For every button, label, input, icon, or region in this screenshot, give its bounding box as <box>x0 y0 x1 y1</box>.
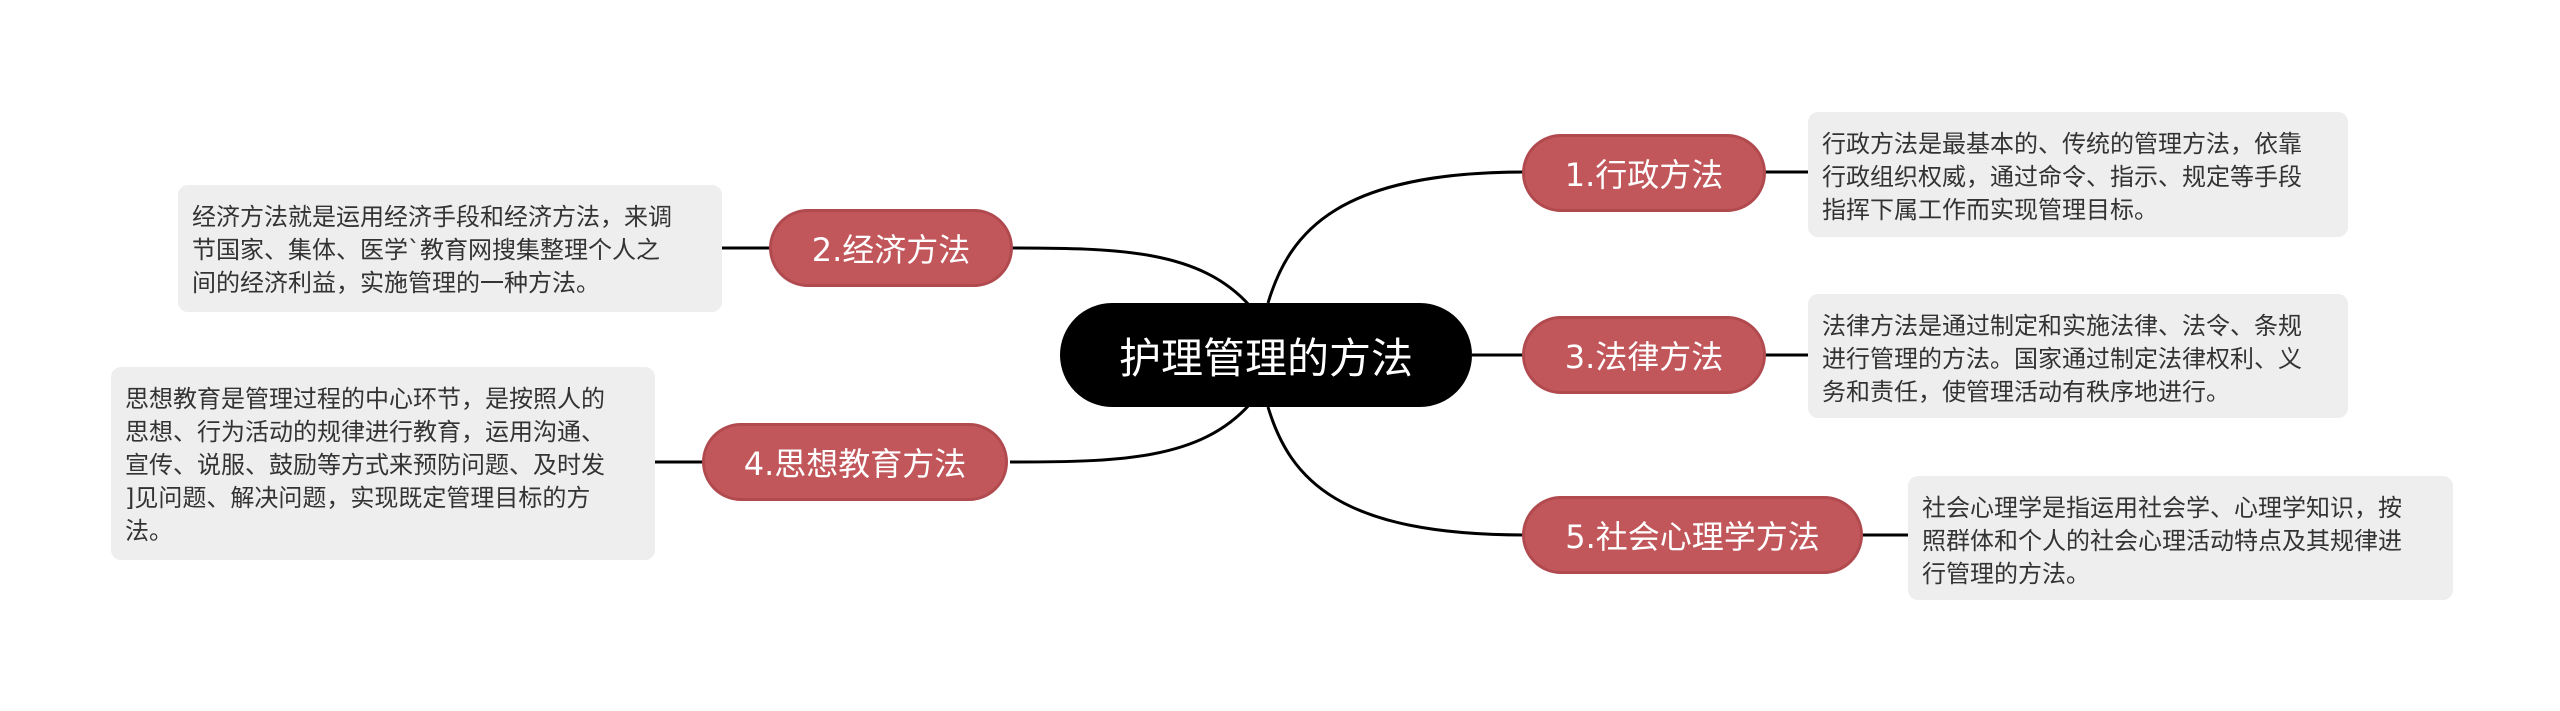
link-branch-4 <box>1009 403 1252 464</box>
link-branch-1 <box>1266 170 1526 304</box>
link-branch-2 <box>1009 246 1252 307</box>
branch-node-2[interactable]: 2.经济方法 <box>769 209 1013 287</box>
branch-node-5[interactable]: 5.社会心理学方法 <box>1522 496 1863 574</box>
central-topic[interactable]: 护理管理的方法 <box>1060 303 1472 407</box>
branch-node-1[interactable]: 1.行政方法 <box>1522 134 1766 212</box>
branch-node-4[interactable]: 4.思想教育方法 <box>702 423 1008 501</box>
note-branch-3[interactable]: 法律方法是通过制定和实施法律、法令、条规 进行管理的方法。国家通过制定法律权利、… <box>1808 294 2348 418</box>
note-branch-5[interactable]: 社会心理学是指运用社会学、心理学知识，按 照群体和个人的社会心理活动特点及其规律… <box>1908 476 2453 600</box>
note-branch-4[interactable]: 思想教育是管理过程的中心环节，是按照人的 思想、行为活动的规律进行教育，运用沟通… <box>111 367 655 560</box>
link-branch-5 <box>1266 406 1526 537</box>
note-branch-1[interactable]: 行政方法是最基本的、传统的管理方法，依靠 行政组织权威，通过命令、指示、规定等手… <box>1808 112 2348 237</box>
branch-node-3[interactable]: 3.法律方法 <box>1522 316 1766 394</box>
note-branch-2[interactable]: 经济方法就是运用经济手段和经济方法，来调 节国家、集体、医学`教育网搜集整理个人… <box>178 185 722 312</box>
